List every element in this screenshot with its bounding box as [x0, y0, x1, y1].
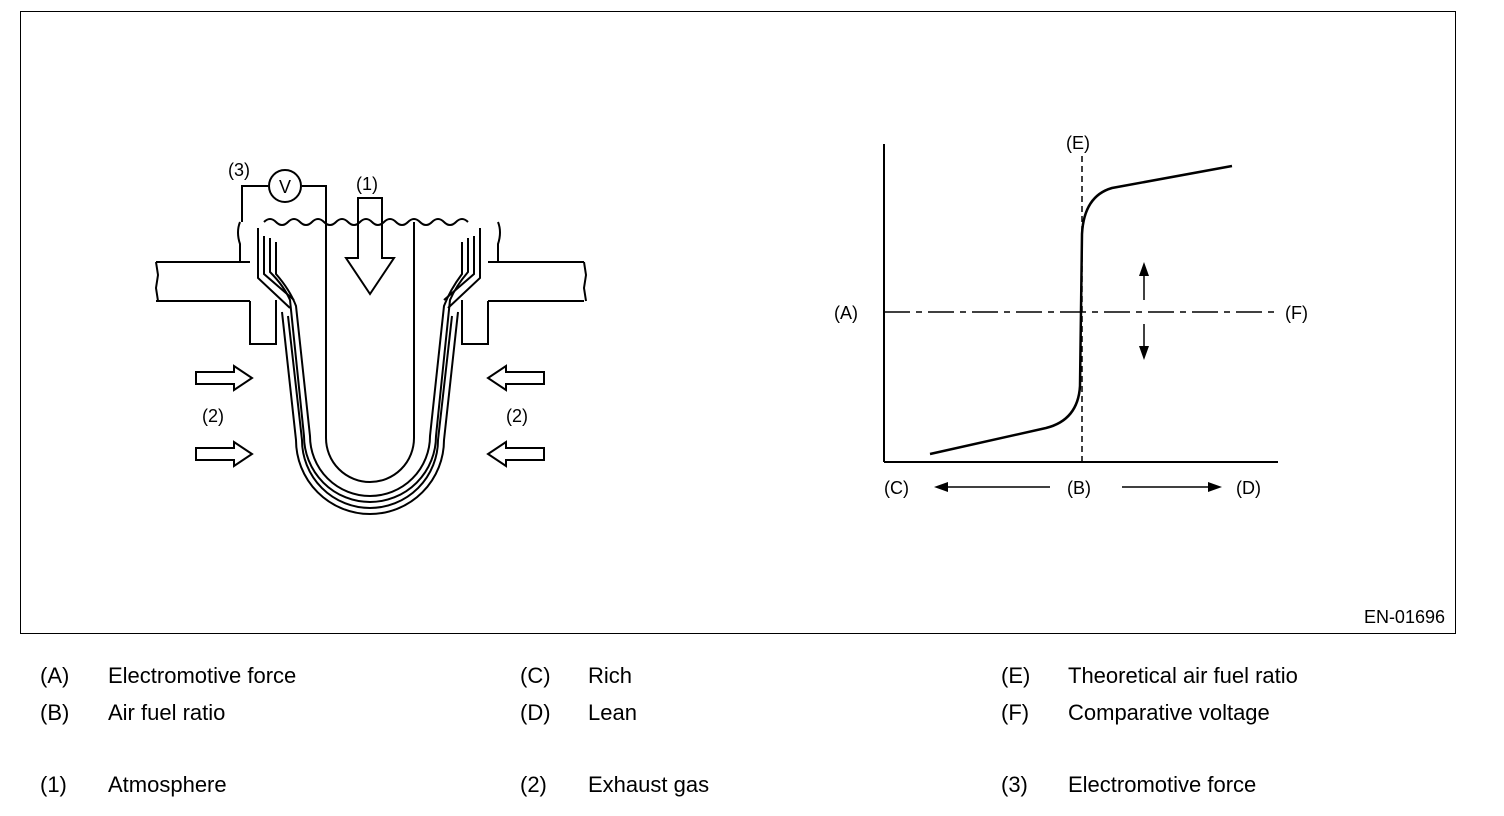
mounting-boss-right: [461, 221, 501, 345]
callout-3: (3): [228, 160, 250, 180]
zirconia-element: [269, 238, 469, 503]
graph-label-f: (F): [1285, 303, 1308, 323]
exhaust-arrow-icon: [195, 440, 254, 468]
graph-label-b: (B): [1067, 478, 1091, 498]
voltmeter-icon: [268, 169, 302, 203]
atmosphere-cavity: [325, 222, 415, 483]
output-voltage-curve: [929, 164, 1233, 456]
graph-label-d: (D): [1236, 478, 1261, 498]
graph-label-a: (A): [834, 303, 858, 323]
mounting-boss-left: [237, 221, 277, 345]
voltmeter-wire: [241, 185, 327, 222]
figure-id: EN-01696: [1363, 607, 1445, 627]
exhaust-pipe-right: [488, 261, 588, 302]
graph-label-c: (C): [884, 478, 909, 498]
oxygen-sensor-drawing: [154, 169, 588, 515]
atmosphere-arrow-icon: [344, 197, 396, 296]
exhaust-arrow-icon: [486, 364, 545, 392]
callout-2-right: (2): [506, 406, 528, 426]
exhaust-arrow-icon: [195, 364, 254, 392]
graph-label-e: (E): [1066, 133, 1090, 153]
figure-frame: EN-01696: [20, 11, 1456, 634]
voltmeter-label: V: [279, 177, 291, 197]
voltage-graph: [883, 144, 1278, 492]
callout-1: (1): [356, 174, 378, 194]
exhaust-pipe-left: [154, 261, 250, 302]
exhaust-arrow-icon: [486, 440, 545, 468]
callout-2-left: (2): [202, 406, 224, 426]
sensor-housing: [257, 228, 481, 309]
sensor-cut-line: [263, 218, 469, 226]
